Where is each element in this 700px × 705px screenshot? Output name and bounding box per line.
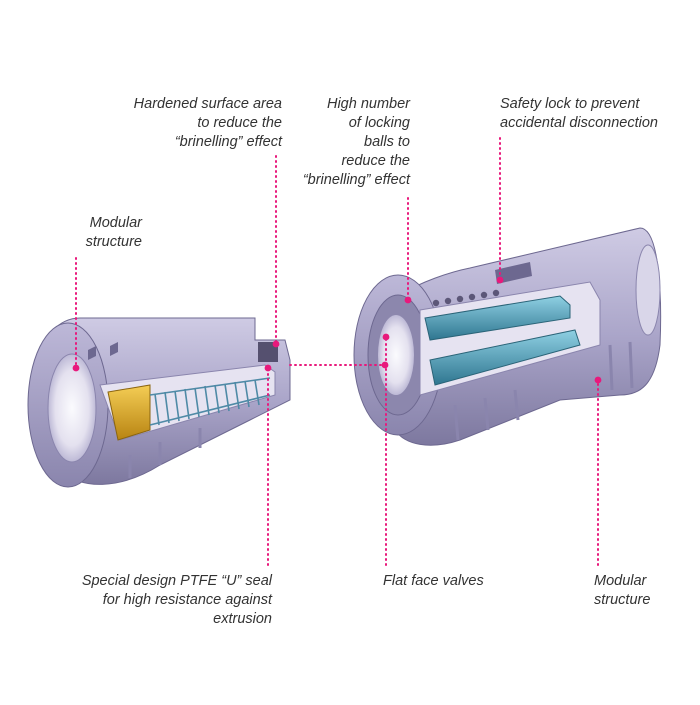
female-coupling-cutaway [353, 227, 662, 446]
dot-icon [272, 340, 280, 348]
leader-lines [75, 137, 599, 566]
label-modular-structure-left: Modular structure [85, 215, 142, 250]
label-flat-face-valves: Flat face valves [383, 573, 484, 589]
dot-icon [264, 364, 272, 372]
dot-icon [404, 296, 412, 304]
label-hardened-surface: Hardened surface area to reduce the “bri… [133, 96, 282, 150]
female-bore [378, 315, 414, 395]
male-groove [88, 342, 118, 360]
dot-icon [496, 276, 504, 284]
dot-icon [72, 364, 80, 372]
leader-dots [72, 276, 602, 384]
locking-balls [432, 289, 500, 307]
male-spring [149, 377, 271, 426]
label-safety-lock: Safety lock to prevent accidental discon… [500, 96, 658, 131]
label-ptfe-seal: Special design PTFE “U” seal for high re… [81, 573, 272, 627]
label-locking-balls: High number of locking balls to reduce t… [302, 96, 410, 188]
dot-icon [594, 376, 602, 384]
dot-icon [381, 361, 389, 369]
brass-insert [107, 384, 151, 441]
male-bore [47, 353, 97, 463]
male-seal-block [258, 342, 278, 362]
female-rear-bore [635, 244, 661, 336]
safety-lock [495, 262, 532, 284]
male-coupling-cutaway [27, 317, 291, 488]
female-valve-lower [429, 329, 581, 386]
female-valve-upper [424, 295, 571, 341]
dot-icon [382, 333, 390, 341]
label-modular-structure-right: Modular structure [594, 573, 651, 608]
female-lower-ridges [453, 341, 634, 441]
male-lower-ridges [128, 428, 202, 478]
